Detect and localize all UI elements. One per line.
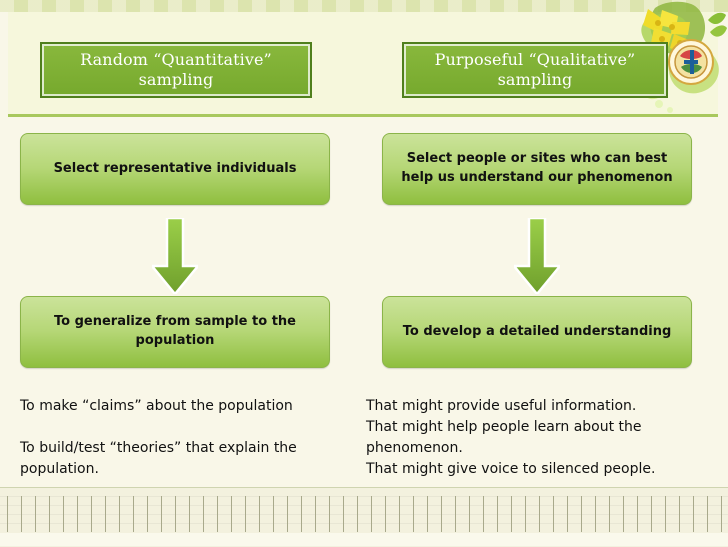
left-notes: To make “claims” about the population To…	[20, 396, 336, 480]
right-section-title: Purposeful “Qualitative” sampling	[402, 42, 668, 98]
top-band	[0, 0, 728, 12]
right-note-1: That might provide useful information.	[366, 398, 637, 414]
left-section-title: Random “Quantitative” sampling	[40, 42, 312, 98]
right-notes: That might provide useful information. T…	[366, 396, 706, 480]
right-down-arrow-icon	[514, 218, 560, 294]
left-note-1: To make “claims” about the population	[20, 398, 293, 414]
left-top-box: Select representative individuals	[20, 133, 330, 205]
right-top-box: Select people or sites who can best help…	[382, 133, 692, 205]
left-note-spacer	[20, 417, 336, 438]
right-note-3: That might give voice to silenced people…	[366, 461, 656, 477]
left-bottom-box: To generalize from sample to the populat…	[20, 296, 330, 368]
right-bottom-box: To develop a detailed understanding	[382, 296, 692, 368]
right-note-2: That might help people learn about the p…	[366, 419, 642, 456]
bottom-base	[0, 533, 728, 546]
left-down-arrow-icon	[152, 218, 198, 294]
left-note-2: To build/test “theories” that explain th…	[20, 440, 297, 477]
bottom-pattern	[0, 496, 728, 532]
